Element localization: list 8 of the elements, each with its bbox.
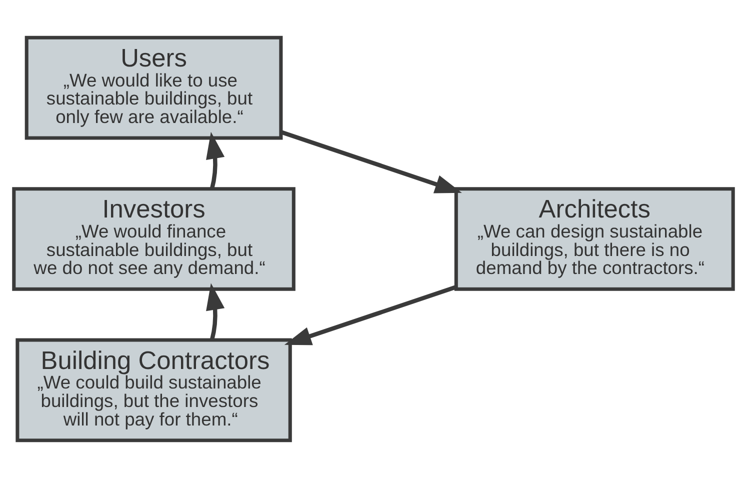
node-box: Investors „We would finance sustainable buildings, but we do not see any demand.“ [12,186,296,290]
arrow [284,284,456,345]
arrow [206,131,225,189]
node-box: Users „We would like to use sustainable buildings, but only few are available.“ [24,35,283,140]
arrow [206,282,225,340]
node-box: Building Contractors „We could build sustainable buildings, but the investors will not pay for them.“ [16,338,292,442]
arrow [280,130,462,193]
node-box: Architects „We can design sustainable buildings, but there is no demand by the contractors.“ [454,186,735,290]
